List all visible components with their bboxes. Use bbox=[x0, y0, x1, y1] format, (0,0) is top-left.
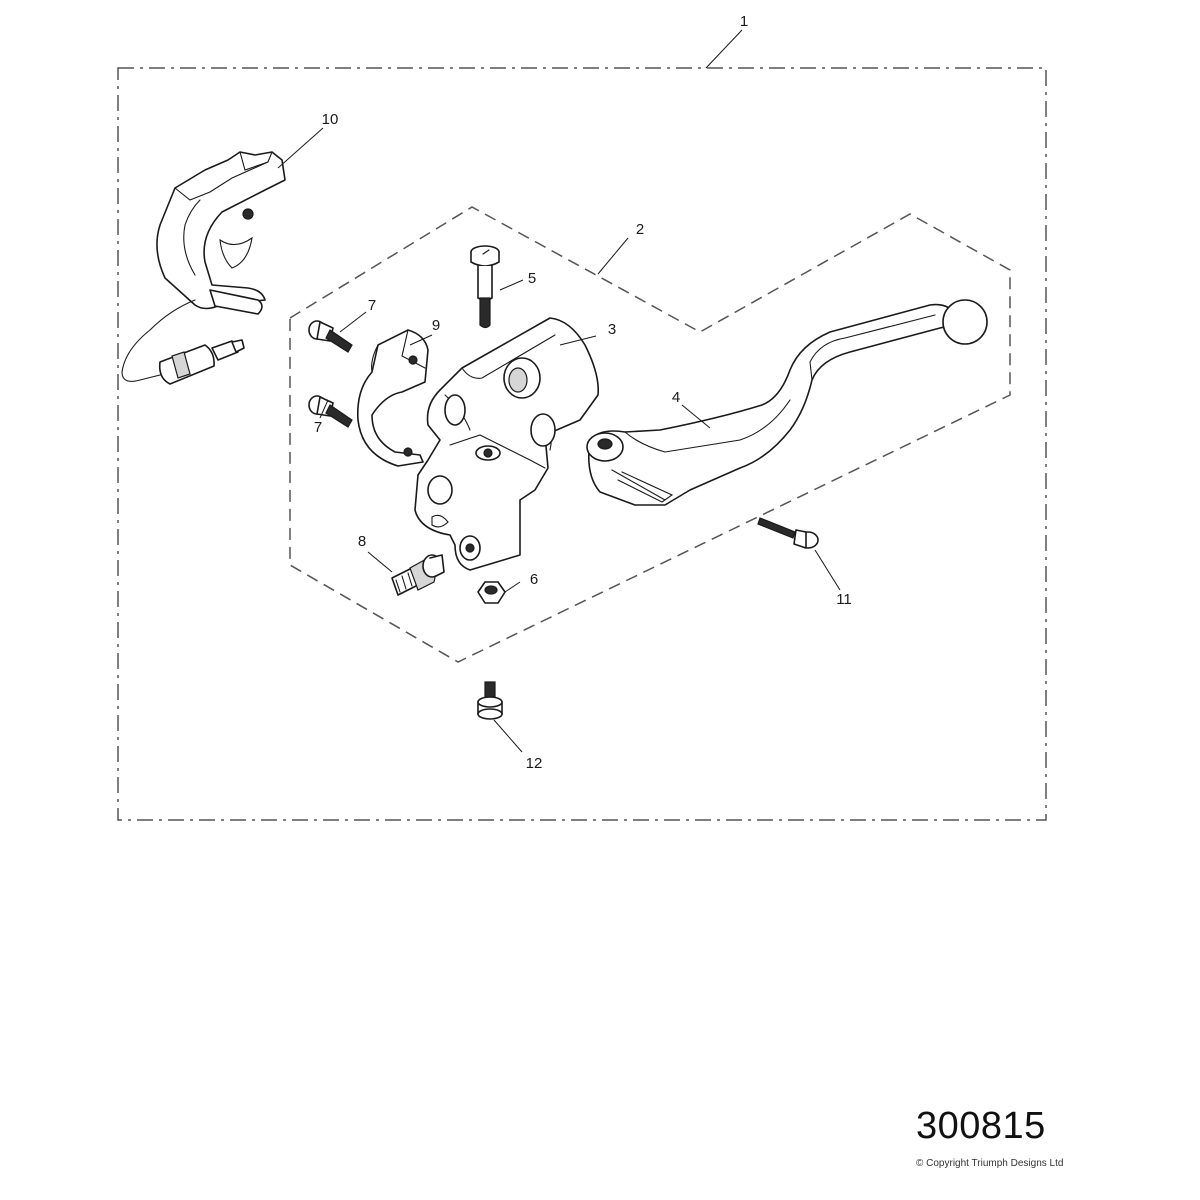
callout-7-lower: 7 bbox=[314, 419, 322, 436]
copyright-notice: © Copyright Triumph Designs Ltd bbox=[916, 1158, 1064, 1169]
part-7-screw-upper bbox=[308, 320, 353, 353]
callout-11: 11 bbox=[836, 591, 852, 608]
part-6-nut bbox=[477, 581, 506, 604]
callout-6: 6 bbox=[530, 571, 538, 588]
assembly-boundary bbox=[117, 67, 1047, 821]
callout-7-upper: 7 bbox=[368, 297, 376, 314]
callout-4: 4 bbox=[672, 389, 680, 406]
part-12-screw bbox=[477, 681, 503, 720]
part-3-lever-bracket bbox=[414, 317, 600, 571]
callout-12: 12 bbox=[526, 755, 543, 772]
leader-lines bbox=[277, 29, 841, 753]
part-11-screw bbox=[757, 517, 819, 549]
part-5-pivot-bolt bbox=[470, 245, 500, 329]
callout-10: 10 bbox=[322, 111, 339, 128]
callout-5: 5 bbox=[528, 270, 536, 287]
callout-2: 2 bbox=[636, 221, 644, 238]
diagram-number: 300815 bbox=[916, 1105, 1046, 1147]
callout-3: 3 bbox=[608, 321, 616, 338]
part-9-clamp bbox=[356, 329, 429, 467]
part-4-lever bbox=[586, 299, 988, 506]
callout-8: 8 bbox=[358, 533, 366, 550]
part-7-screw-lower bbox=[308, 395, 353, 428]
subassembly-boundary bbox=[289, 206, 1011, 663]
callout-1: 1 bbox=[740, 13, 748, 30]
part-8-adjuster bbox=[391, 554, 445, 596]
callout-9: 9 bbox=[432, 317, 440, 334]
part-10-switch-housing bbox=[121, 151, 286, 385]
